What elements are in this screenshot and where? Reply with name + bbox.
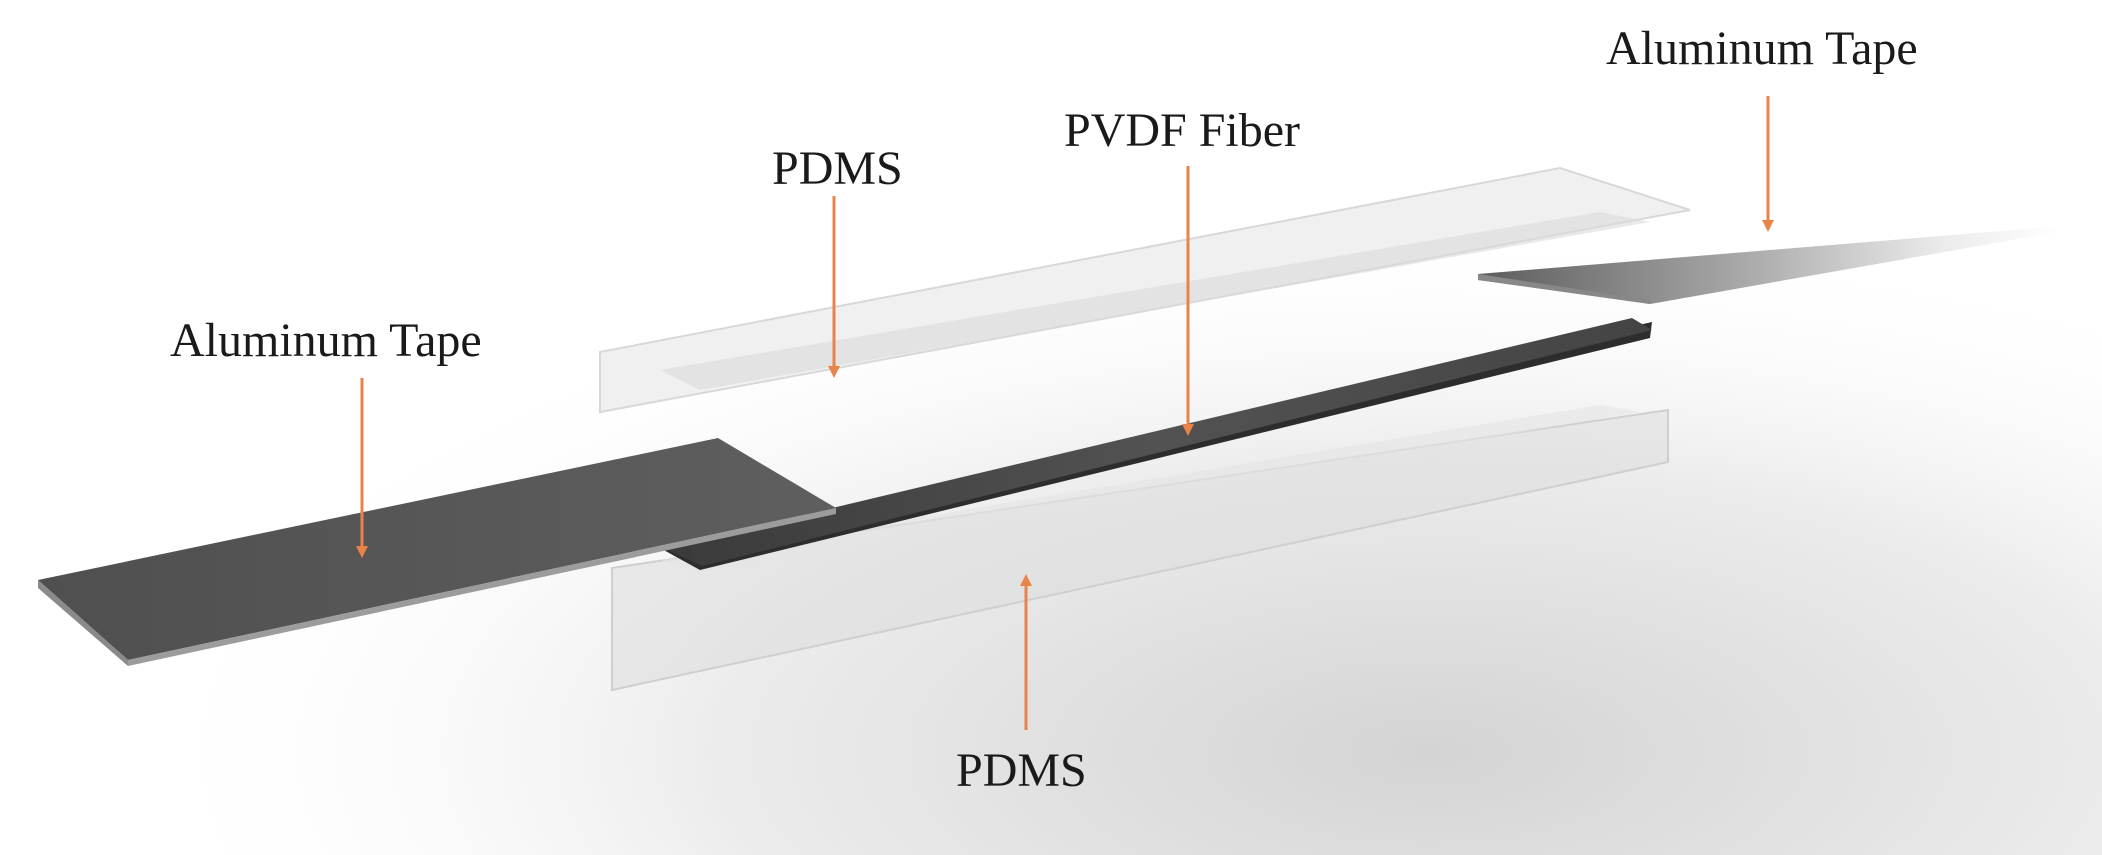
label-pvdf-fiber: PVDF Fiber xyxy=(1064,104,1300,157)
leader-arrows xyxy=(356,96,1774,730)
label-aluminum-tape-right: Aluminum Tape xyxy=(1606,22,1918,75)
aluminum-tape-right xyxy=(1478,226,2062,304)
pvdf-fiber-strip xyxy=(660,318,1652,570)
pdms-bottom-layer xyxy=(611,405,1669,692)
label-pdms-top: PDMS xyxy=(772,142,903,195)
label-pdms-bottom: PDMS xyxy=(956,744,1087,797)
pdms-top-layer xyxy=(599,166,1691,414)
label-aluminum-tape-left: Aluminum Tape xyxy=(170,314,482,367)
aluminum-tape-left xyxy=(38,438,836,666)
